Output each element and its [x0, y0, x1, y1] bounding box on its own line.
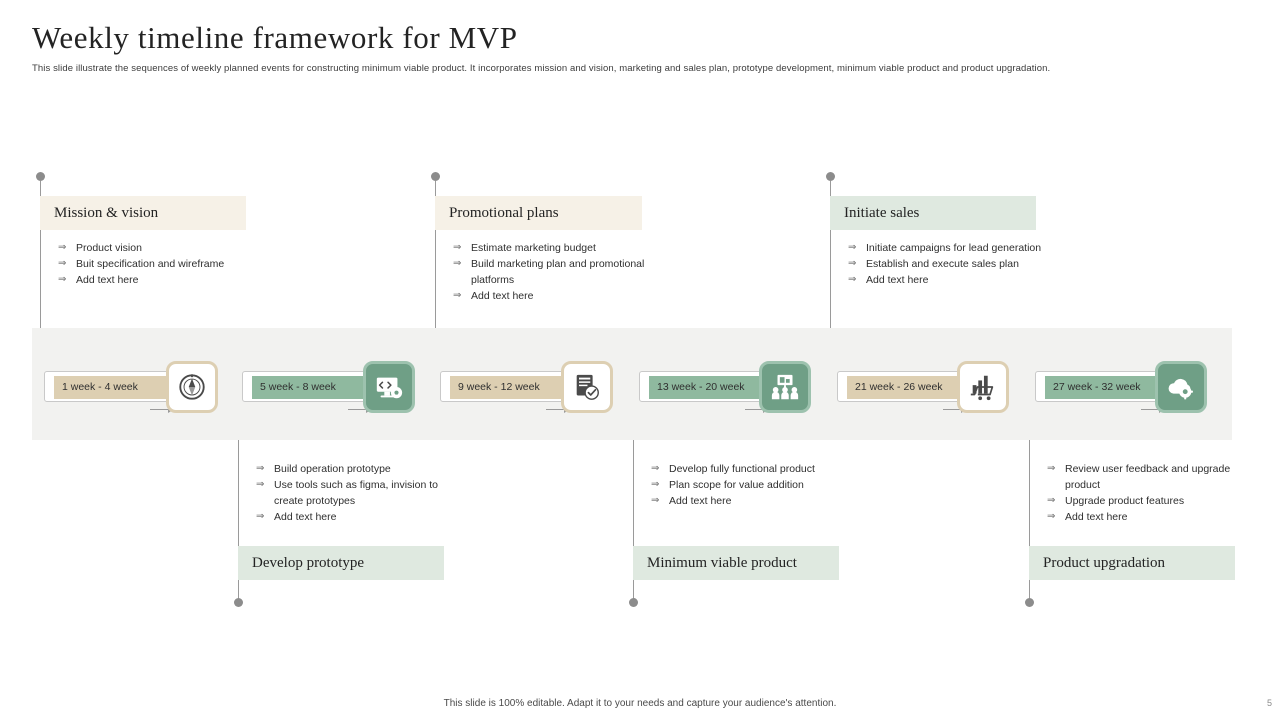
bullet-item: Add text here: [651, 493, 851, 509]
timeline-band: [32, 328, 1232, 440]
top-connector-line-2: [435, 181, 436, 328]
bullet-item: Add text here: [848, 272, 1048, 288]
bullet-item: Add text here: [58, 272, 258, 288]
bullet-item: Develop fully functional product: [651, 461, 851, 477]
bullet-item: Review user feedback and upgrade product: [1047, 461, 1247, 493]
bottom-card-title-3: Product upgradation: [1029, 546, 1235, 580]
checklist-clipboard-icon: [561, 361, 613, 413]
bottom-card-title-2: Minimum viable product: [633, 546, 839, 580]
top-card-bullets-2: Estimate marketing budget Build marketin…: [453, 240, 653, 304]
bottom-connector-line-3: [1029, 440, 1030, 604]
bottom-card-bullets-1: Build operation prototype Use tools such…: [256, 461, 456, 525]
bullet-item: Initiate campaigns for lead generation: [848, 240, 1048, 256]
top-node-dot-3: [826, 172, 835, 181]
bullet-item: Upgrade product features: [1047, 493, 1247, 509]
page-subtitle: This slide illustrate the sequences of w…: [32, 63, 1051, 74]
bullet-item: Estimate marketing budget: [453, 240, 653, 256]
top-node-dot-2: [431, 172, 440, 181]
shopping-cart-chart-icon: [957, 361, 1009, 413]
bottom-card-bullets-3: Review user feedback and upgrade product…: [1047, 461, 1247, 525]
timeline-chip-label-1: 1 week - 4 week: [54, 376, 172, 399]
timeline-chip-label-2: 5 week - 8 week: [252, 376, 370, 399]
bullet-item: Add text here: [256, 509, 456, 525]
bottom-connector-line-1: [238, 440, 239, 604]
bullet-item: Plan scope for value addition: [651, 477, 851, 493]
bullet-item: Product vision: [58, 240, 258, 256]
footer-note: This slide is 100% editable. Adapt it to…: [443, 698, 837, 709]
timeline-chip-1[interactable]: 1 week - 4 week: [44, 371, 190, 402]
bullet-item: Add text here: [453, 288, 653, 304]
bottom-connector-line-2: [633, 440, 634, 604]
bottom-card-title-1: Develop prototype: [238, 546, 444, 580]
timeline-chip-label-6: 27 week - 32 week: [1045, 376, 1163, 399]
top-card-bullets-3: Initiate campaigns for lead generation E…: [848, 240, 1048, 288]
page-number: 5: [1266, 698, 1272, 708]
page-title: Weekly timeline framework for MVP: [32, 20, 518, 55]
top-card-bullets-1: Product vision Buit specification and wi…: [58, 240, 258, 288]
code-monitor-icon: [363, 361, 415, 413]
cloud-gear-icon: [1155, 361, 1207, 413]
bullet-item: Use tools such as figma, invision to cre…: [256, 477, 456, 509]
bullet-item: Add text here: [1047, 509, 1247, 525]
bottom-node-dot-1: [234, 598, 243, 607]
top-connector-line-1: [40, 181, 41, 328]
top-card-title-3: Initiate sales: [830, 196, 1036, 230]
timeline-chip-label-3: 9 week - 12 week: [450, 376, 568, 399]
compass-icon: [166, 361, 218, 413]
timeline-chip-label-5: 21 week - 26 week: [847, 376, 965, 399]
top-card-title-2: Promotional plans: [435, 196, 642, 230]
bullet-item: Build operation prototype: [256, 461, 456, 477]
top-card-title-1: Mission & vision: [40, 196, 246, 230]
bottom-node-dot-3: [1025, 598, 1034, 607]
bottom-node-dot-2: [629, 598, 638, 607]
bottom-card-bullets-2: Develop fully functional product Plan sc…: [651, 461, 851, 509]
bullet-item: Buit specification and wireframe: [58, 256, 258, 272]
top-node-dot-1: [36, 172, 45, 181]
bullet-item: Establish and execute sales plan: [848, 256, 1048, 272]
top-connector-line-3: [830, 181, 831, 328]
team-presentation-icon: [759, 361, 811, 413]
bullet-item: Build marketing plan and promotional pla…: [453, 256, 653, 288]
timeline-chip-label-4: 13 week - 20 week: [649, 376, 767, 399]
